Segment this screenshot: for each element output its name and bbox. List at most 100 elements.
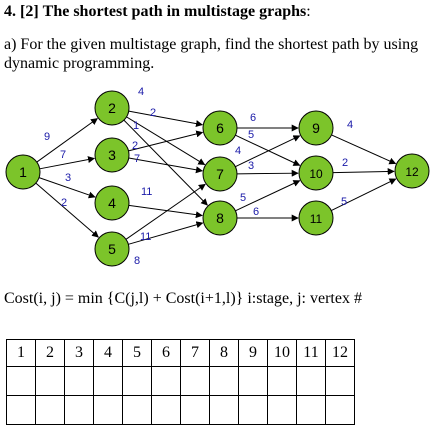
table-cell[interactable] [122,395,152,425]
table-cell[interactable] [325,395,355,425]
node-label: 4 [108,195,116,211]
node-10: 10 [298,155,334,191]
table-header-cell: 9 [238,339,268,367]
node-1: 1 [5,154,41,190]
node-circle [298,200,334,236]
question-heading: The shortest path in multistage graphs [42,3,307,20]
table-cell[interactable] [151,366,181,396]
part-a-instruction: a) For the given multistage graph, find … [4,36,419,72]
edge-6-10 [235,134,301,166]
node-circle [94,231,130,267]
node-4: 4 [94,185,130,221]
edge-1-4 [38,177,96,199]
table-cell[interactable] [93,366,123,396]
edge-1-2 [36,118,98,163]
node-3: 3 [94,137,130,173]
table-cell[interactable] [238,366,268,396]
node-label: 8 [216,210,224,226]
edge-10-12 [332,168,395,176]
edge-2-8 [123,119,208,206]
table-cell[interactable] [122,366,152,396]
table-cell[interactable] [180,366,210,396]
edge-weight-2-8: 1 [133,120,139,132]
table-cell[interactable] [93,395,123,425]
edge-weight-10-12: 2 [342,157,348,169]
table-cell[interactable] [151,395,181,425]
table-cell[interactable] [64,395,94,425]
edge-2-6 [128,110,203,128]
edge-weight-8-10: 5 [240,192,246,204]
node-6: 6 [202,110,238,146]
table-cell[interactable] [35,366,65,396]
table-cell[interactable] [209,366,239,396]
edge-7-9 [235,135,301,168]
table-header-cell: 11 [296,339,326,367]
edge-weight-1-2: 9 [44,131,50,143]
edge-weight-2-7: 2 [150,107,156,119]
node-circle [94,185,130,221]
question-title: 4. [2] The shortest path in multistage g… [4,3,311,21]
edge-weight-6-9: 6 [250,112,256,124]
table-cell[interactable] [325,366,355,396]
node-circle [5,154,41,190]
edge-3-6 [128,130,204,152]
edge-3-7 [128,157,203,174]
edge-8-10 [235,180,301,212]
edge-9-12 [331,134,397,165]
node-label: 11 [310,212,323,226]
node-label: 1 [19,164,27,180]
table-cell[interactable] [209,395,239,425]
edge-weight-6-10: 5 [248,129,254,141]
edge-weight-4-8: 11 [141,186,152,198]
table-cell[interactable] [267,395,297,425]
table-header-cell: 6 [151,339,181,367]
edge-1-5 [35,182,99,238]
question-number: 4. [2] [4,3,39,20]
node-circle [298,155,334,191]
table-header-cell: 12 [325,339,355,367]
table-header-cell: 1 [6,339,36,367]
edge-7-10 [236,169,299,177]
edge-weight-1-5: 2 [61,197,67,209]
edge-weight-5-7: 11 [140,231,151,243]
node-label: 10 [309,167,323,181]
table-cell[interactable] [6,366,36,396]
node-circle [202,200,238,236]
edge-weight-8-11: 6 [253,206,259,218]
edge-weight-1-4: 3 [65,172,71,184]
node-label: 3 [108,147,116,163]
edge-weight-9-12: 4 [347,119,353,131]
table-header-cell: 3 [64,339,94,367]
node-label: 5 [108,241,116,257]
edge-2-7 [126,116,206,166]
table-cell[interactable] [35,395,65,425]
node-label: 7 [216,166,224,182]
node-label: 12 [405,165,419,179]
table-cell[interactable] [267,366,297,396]
table-cell[interactable] [64,366,94,396]
table-cell[interactable] [296,395,326,425]
node-circle [298,110,334,146]
table-cell[interactable] [296,366,326,396]
node-circle [94,90,130,126]
edge-5-8 [128,221,204,245]
node-8: 8 [202,200,238,236]
table-cell[interactable] [238,395,268,425]
table-header-cell: 8 [209,339,239,367]
edge-11-12 [331,178,397,211]
table-cell[interactable] [180,395,210,425]
node-12: 12 [394,153,430,189]
edge-weight-11-12: 5 [341,196,347,208]
table-header-cell: 10 [267,339,297,367]
node-label: 2 [108,100,116,116]
table-cell[interactable] [6,395,36,425]
node-9: 9 [298,110,334,146]
node-circle [94,137,130,173]
table-header-cell: 2 [35,339,65,367]
node-label: 9 [312,120,320,136]
table-row [6,395,355,425]
edge-weight-3-6: 2 [132,140,138,152]
edge-4-8 [128,204,203,219]
